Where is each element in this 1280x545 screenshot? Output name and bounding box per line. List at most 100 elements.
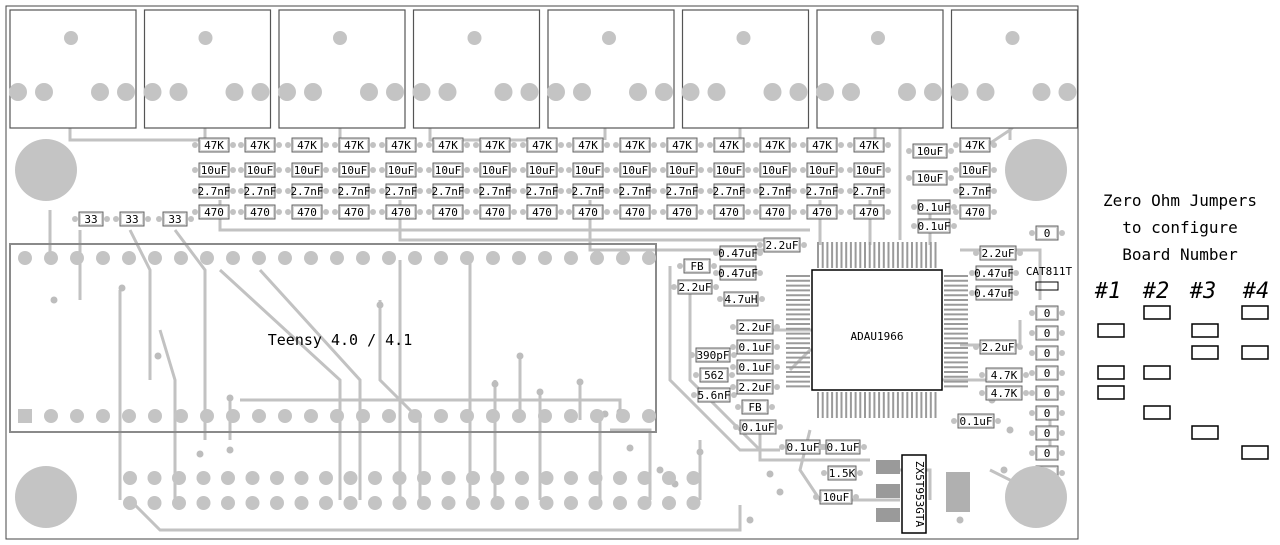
header-pin	[490, 471, 505, 485]
header-pin	[123, 471, 137, 485]
codec-left-part-1: 0.47uF	[713, 245, 763, 261]
resistor-47k-7: 47K	[473, 137, 517, 153]
cap-2p7nf-2-label: 2.7nF	[243, 185, 276, 198]
codec-left-part-7-label: 2.2uF	[738, 381, 771, 394]
header-pin	[662, 471, 676, 485]
resistor-47k-8: 47K	[520, 137, 564, 153]
resistor-470-15-label: 470	[859, 206, 879, 219]
teensy-bottom-pin	[252, 409, 266, 423]
cap-10uf-14-label: 10uF	[809, 164, 836, 177]
resistor-470-8: 470	[520, 204, 564, 220]
cap-right-1-label: 10uF	[917, 145, 944, 158]
legend-jumper-box	[1097, 365, 1125, 380]
cap-390pf-label: 390pF	[696, 349, 729, 362]
resistor-47k-12: 47K	[707, 137, 751, 153]
zero-jumper-1-label: 0	[1044, 307, 1051, 320]
teensy-top-pin	[122, 251, 136, 265]
cap-2p7nf-14-label: 2.7nF	[805, 185, 838, 198]
teensy-top-pin	[564, 251, 578, 265]
resistor-47k-3-label: 47K	[297, 139, 317, 152]
resistor-470-13: 470	[753, 204, 797, 220]
resistor-470-16: 470	[953, 204, 997, 220]
cap-10uf-14: 10uF	[800, 162, 844, 178]
cap-bottom-10uf-label: 10uF	[823, 491, 850, 504]
header-pin	[441, 471, 456, 485]
zero-jumper-7: 0	[1029, 425, 1065, 441]
teensy-bottom-pin	[44, 409, 58, 423]
header-pin	[564, 471, 578, 485]
cap-2p7nf-11-label: 2.7nF	[665, 185, 698, 198]
cap-10uf-12: 10uF	[707, 162, 751, 178]
teensy-bottom-pin	[590, 409, 604, 423]
cap-right-2-label: 10uF	[917, 172, 944, 185]
cap-right-4: 0.1uF	[911, 218, 957, 234]
teensy-bottom-pin	[70, 409, 84, 423]
resistor-562-label: 562	[704, 369, 724, 382]
codec-right-part-4: 2.2uF	[973, 339, 1023, 355]
codec-left-part-2: 0.47uF	[713, 265, 763, 281]
transistor-pad-2	[876, 484, 900, 498]
zero-jumper-4: 0	[1029, 365, 1065, 381]
legend-jumper-box	[1191, 345, 1219, 360]
zero-jumper-3-label: 0	[1044, 347, 1051, 360]
teensy-top-pin	[226, 251, 240, 265]
cap-2p7nf-10-label: 2.7nF	[618, 185, 651, 198]
resistor-47k-5-label: 47K	[391, 139, 411, 152]
resistor-47k-5: 47K	[379, 137, 423, 153]
header-pin	[515, 496, 529, 510]
resistor-470-12: 470	[707, 204, 751, 220]
legend-line-2: to configure	[1122, 218, 1238, 237]
resistor-470-7: 470	[473, 204, 517, 220]
cap-right-4-label: 0.1uF	[917, 220, 950, 233]
inductor-4p7uh-label: 4.7uH	[724, 293, 757, 306]
cap-2p7nf-3: 2.7nF	[285, 183, 329, 199]
resistor-470-10-label: 470	[625, 206, 645, 219]
board-number-3: #3	[1189, 279, 1217, 304]
teensy-bottom-pin	[174, 409, 188, 423]
teensy-bottom-pin	[96, 409, 110, 423]
teensy-top-pin	[460, 251, 474, 265]
resistor-470-15: 470	[847, 204, 891, 220]
legend-jumper-box	[1191, 323, 1219, 338]
ferrite-2-label: FB	[748, 401, 762, 414]
ferrite-2: FB	[735, 399, 775, 415]
teensy-top-pin	[486, 251, 500, 265]
regulator-body	[1035, 281, 1059, 291]
resistor-1p5k-label: 1.5K	[829, 467, 856, 480]
cap-2p7nf-5: 2.7nF	[379, 183, 423, 199]
cap-2p7nf-5-label: 2.7nF	[384, 185, 417, 198]
transistor-body	[901, 454, 927, 534]
cap-10uf-12-label: 10uF	[716, 164, 743, 177]
audio-jack-8	[950, 9, 1079, 129]
cap-10uf-9: 10uF	[566, 162, 610, 178]
resistor-47k-12-label: 47K	[719, 139, 739, 152]
teensy-bottom-pin	[356, 409, 370, 423]
resistor-470-6-label: 470	[438, 206, 458, 219]
legend-jumper-box	[1241, 305, 1269, 320]
teensy-bottom-pin	[460, 409, 474, 423]
cap-5p6nf-label: 5.6nF	[697, 389, 730, 402]
resistor-470-1-label: 470	[204, 206, 224, 219]
resistor-470-2-label: 470	[250, 206, 270, 219]
codec-right-part-7-label: 0.1uF	[959, 415, 992, 428]
teensy-bottom-pin	[486, 409, 500, 423]
header-pin	[221, 496, 235, 510]
cap-10uf-7-label: 10uF	[482, 164, 509, 177]
resistor-47k-14: 47K	[800, 137, 844, 153]
resistor-470-11-label: 470	[672, 206, 692, 219]
teensy-bottom-pin	[564, 409, 578, 423]
header-pin	[172, 471, 186, 485]
cap-2p7nf-8-label: 2.7nF	[525, 185, 558, 198]
audio-jack-6	[681, 9, 810, 129]
codec-left-part-2-label: 0.47uF	[718, 267, 758, 280]
cap-10uf-7: 10uF	[473, 162, 517, 178]
codec-left-part-4-label: 2.2uF	[738, 321, 771, 334]
resistor-470-3: 470	[285, 204, 329, 220]
resistor-470-9-label: 470	[578, 206, 598, 219]
cap-10uf-9-label: 10uF	[575, 164, 602, 177]
teensy-top-pin	[252, 251, 266, 265]
teensy-top-pin	[148, 251, 162, 265]
header-pin	[662, 496, 676, 510]
teensy-pin-rows	[18, 251, 701, 510]
cap-10uf-3-label: 10uF	[294, 164, 321, 177]
